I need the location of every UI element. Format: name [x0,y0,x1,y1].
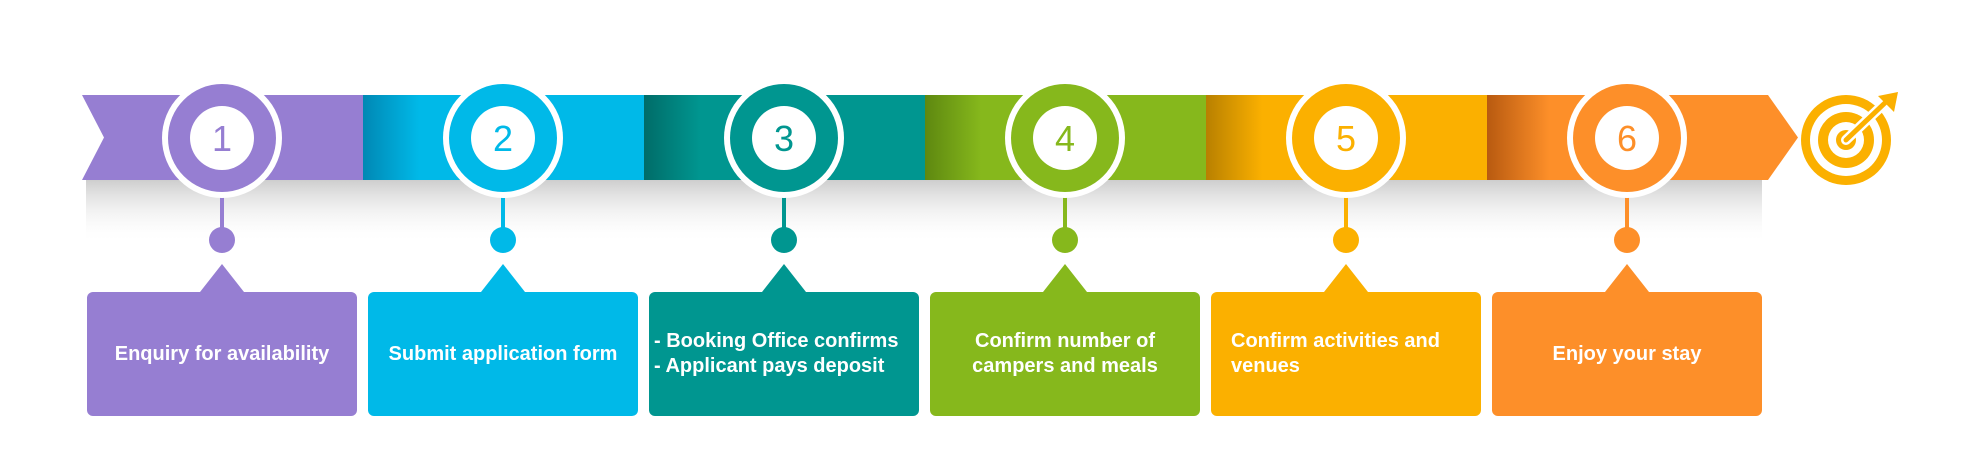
step-number-2: 2 [493,118,513,159]
step-number-4: 4 [1055,118,1075,159]
step-dot-6 [1614,227,1640,253]
step-marker-6: 6 [1567,78,1687,198]
step-marker-3: 3 [724,78,844,198]
step-marker-2: 2 [443,78,563,198]
step-label-5: Confirm activities and venues [1231,330,1440,377]
step-marker-4: 4 [1005,78,1125,198]
step-marker-5: 5 [1286,78,1406,198]
step-number-1: 1 [212,118,232,159]
step-box-4: Confirm number of campers and meals [930,264,1200,416]
step-number-6: 6 [1617,118,1637,159]
step-number-5: 5 [1336,118,1356,159]
step-label-3: - Booking Office confirms - Applicant pa… [654,330,899,377]
step-marker-1: 1 [162,78,282,198]
step-dot-1 [209,227,235,253]
step-box-1: Enquiry for availability [87,264,357,416]
step-label-4: Confirm number of campers and meals [972,330,1158,377]
step-dot-5 [1333,227,1359,253]
step-box-2: Submit application form [368,264,638,416]
step-box-5: Confirm activities and venues [1211,264,1481,416]
step-dot-2 [490,227,516,253]
band-shadow [86,180,1762,244]
step-label-6: Enjoy your stay [1552,342,1702,365]
step-box-3: - Booking Office confirms - Applicant pa… [649,264,919,416]
step-box-6: Enjoy your stay [1492,264,1762,416]
step-label-2: Submit application form [388,342,618,365]
step-number-3: 3 [774,118,794,159]
step-dot-4 [1052,227,1078,253]
step-label-1: Enquiry for availability [114,342,330,365]
target-icon [1801,92,1898,185]
step-dot-3 [771,227,797,253]
